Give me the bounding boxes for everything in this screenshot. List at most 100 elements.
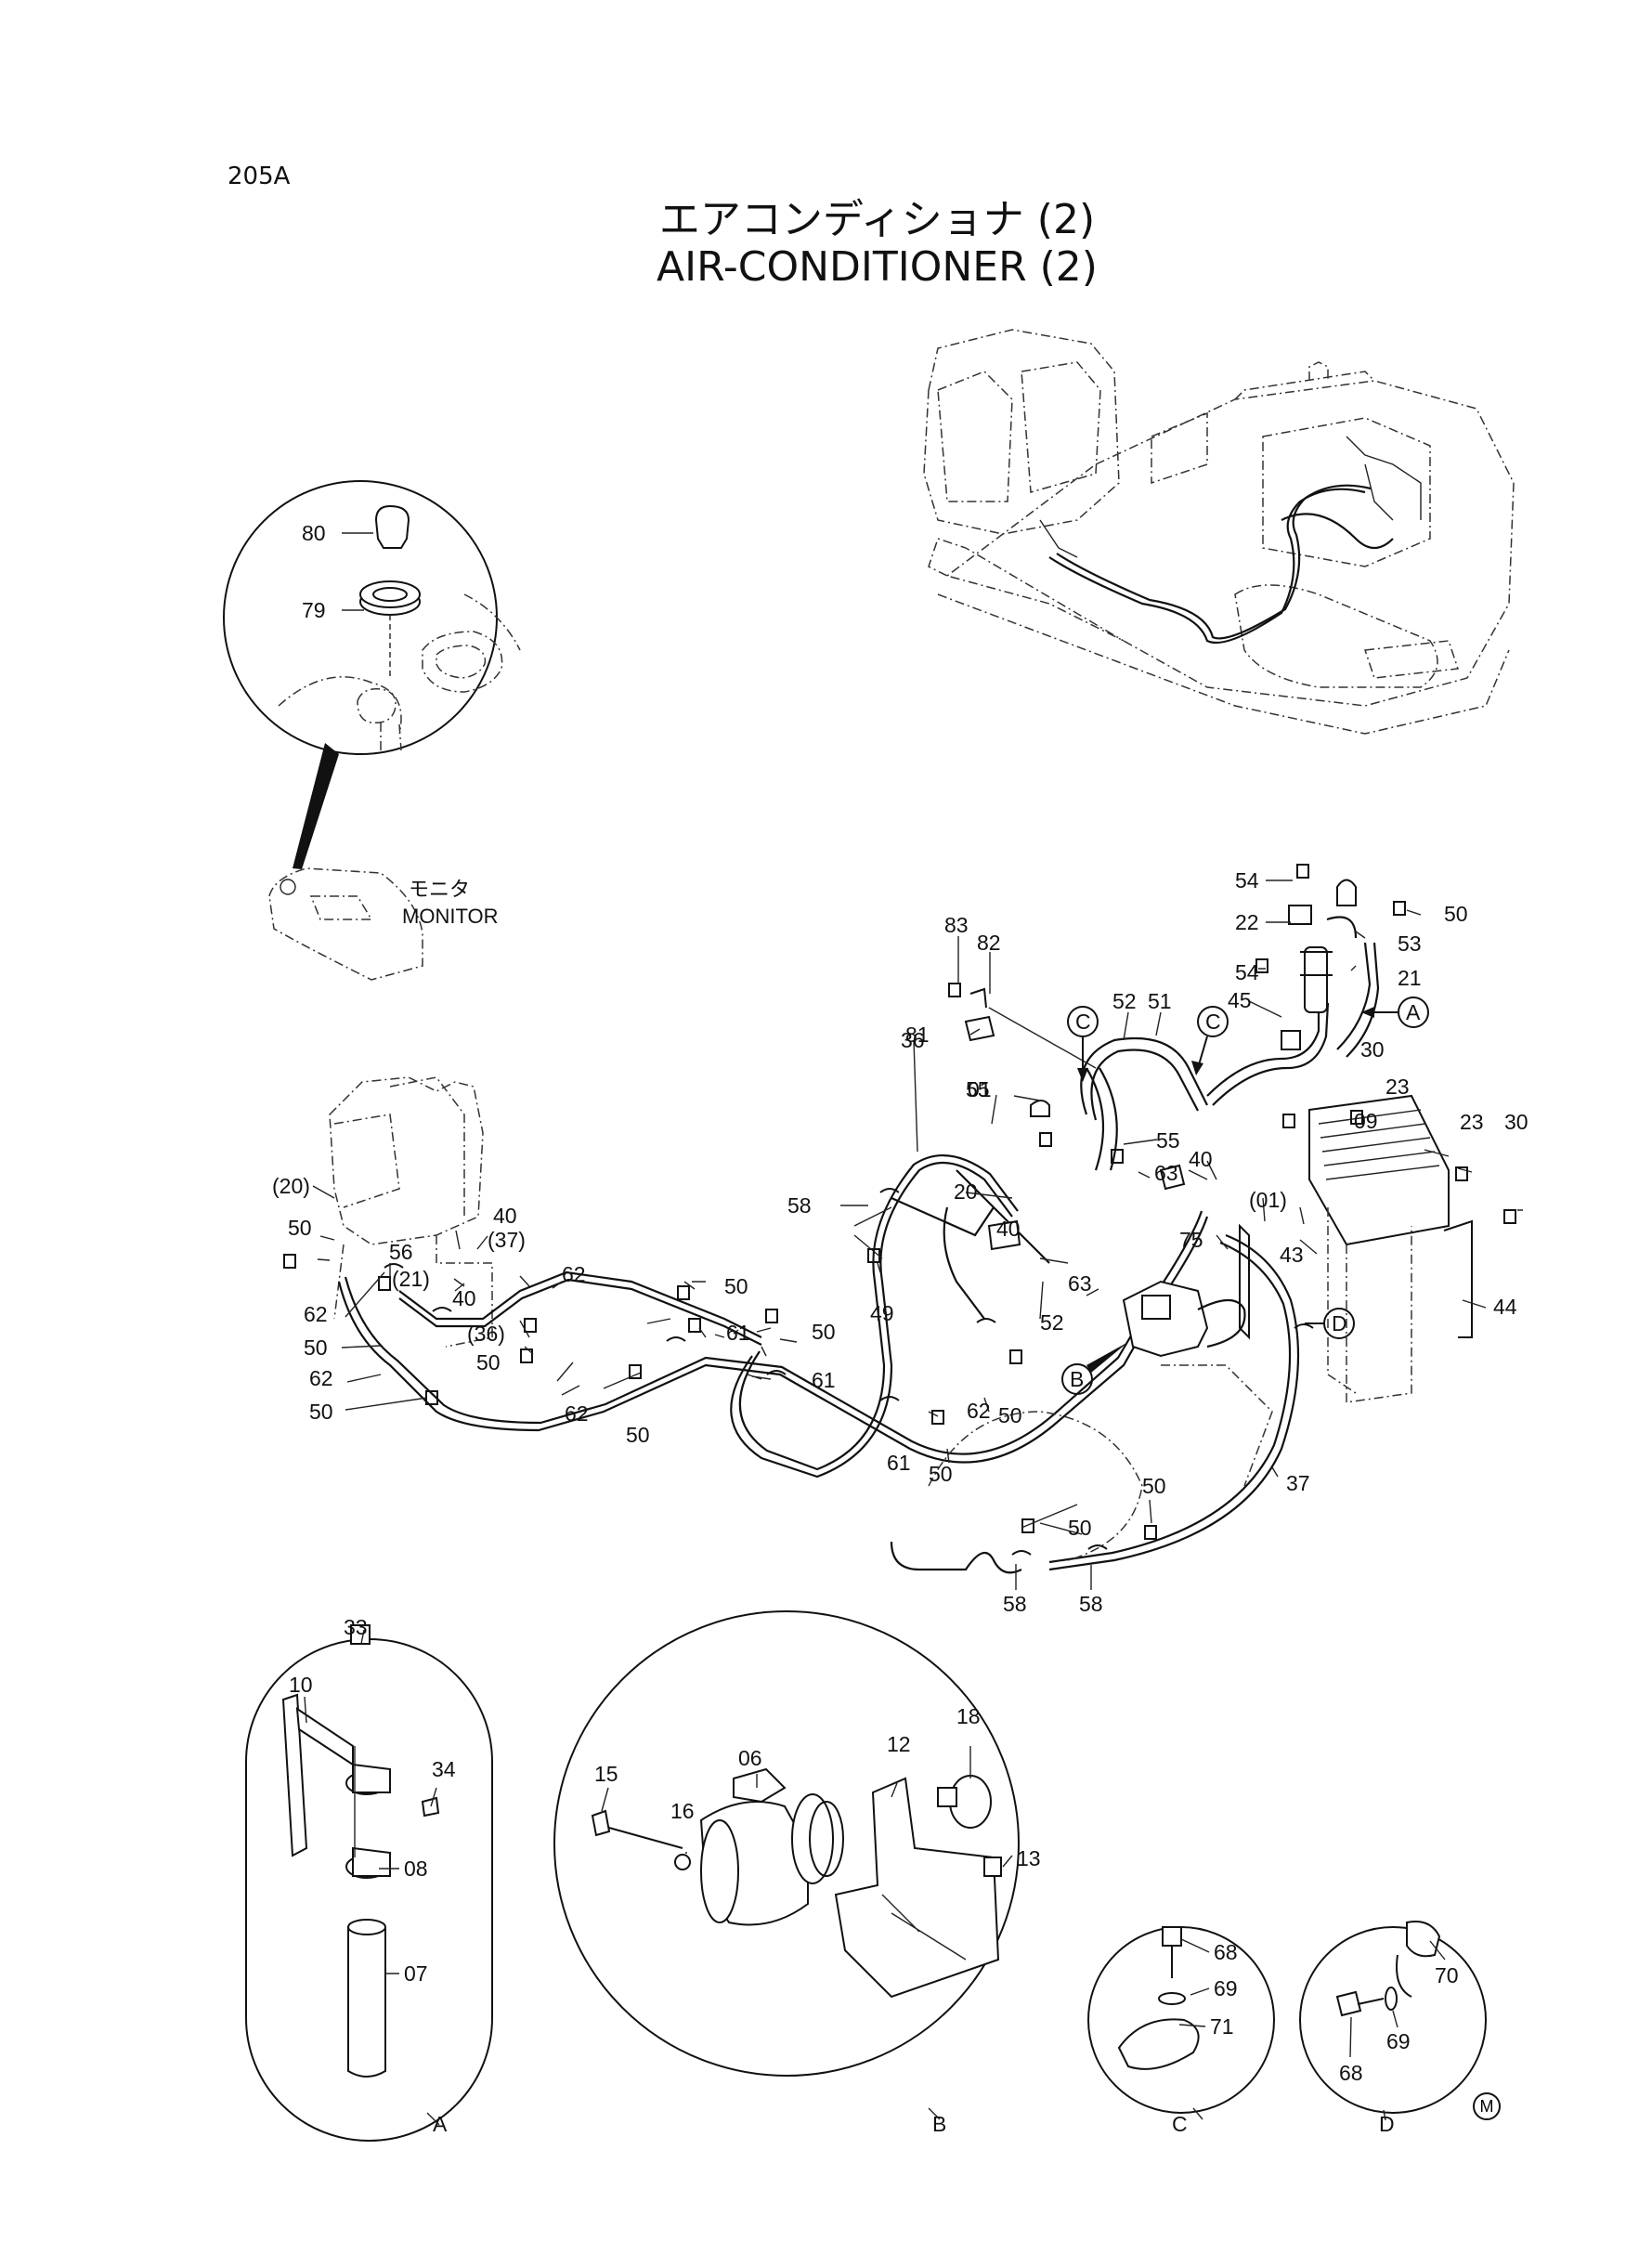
callout-40a: 40 [1189,1147,1213,1171]
callout-61a: 61 [726,1321,750,1345]
callout-62c: 62 [309,1366,333,1390]
callout-63b: 63 [1068,1271,1092,1296]
marker-c2: C [1205,1010,1221,1034]
callout-22: 22 [1235,910,1259,934]
callout-68a: 68 [1214,1940,1238,1964]
callout-36b: (36) [467,1322,505,1346]
callout-56: 56 [389,1240,413,1264]
callout-80: 80 [302,521,326,545]
callout-58a: 58 [787,1193,812,1218]
marker-a: A [1406,1000,1421,1024]
leader-lines [304,532,1523,2126]
callout-23b: 23 [1460,1110,1484,1134]
callout-37a: (37) [488,1228,526,1252]
callout-52b: 52 [1040,1310,1064,1335]
callout-15: 15 [594,1762,618,1786]
callout-44: 44 [1493,1295,1517,1319]
callout-79: 79 [302,598,326,622]
main-letter-markers: C C A D B [1061,997,1429,1395]
manual-mark: M [1473,2092,1501,2120]
callout-10: 10 [289,1673,313,1697]
callout-62d-left: 62 [565,1401,589,1426]
callout-54b: 54 [1235,960,1259,984]
callout-16: 16 [670,1799,695,1823]
callout-69b: 69 [1386,2029,1411,2053]
marker-c1: C [1075,1010,1091,1034]
callout-62a: 62 [562,1262,586,1286]
callout-34: 34 [432,1757,456,1781]
callout-50g: 50 [724,1274,748,1298]
callout-30a: 30 [1360,1037,1385,1062]
letter-b: B [932,2112,946,2136]
callout-75: 75 [1179,1228,1203,1252]
callout-50e: 50 [309,1400,333,1424]
callout-20a: 20 [954,1179,978,1204]
callout-54a: 54 [1235,868,1259,892]
callout-37b: 37 [1286,1471,1310,1495]
callout-21: 21 [1398,966,1422,990]
callout-50a: 50 [1444,902,1468,926]
marker-d: D [1332,1311,1347,1335]
title-english: AIR-CONDITIONER (2) [657,243,1098,291]
letter-d: D [1379,2112,1395,2136]
callout-49: 49 [870,1301,894,1325]
callout-36a: 36 [901,1028,925,1052]
callout-70: 70 [1435,1963,1459,1987]
detail-b [553,1610,1020,2077]
callout-82: 82 [977,931,1001,955]
callout-53: 53 [1398,932,1422,956]
callout-23a: 23 [1385,1075,1410,1099]
callout-62b: 62 [304,1302,328,1326]
detail-c [1087,1926,1275,2114]
callout-01b: (01) [1249,1188,1287,1212]
callout-61c: 61 [887,1451,911,1475]
callout-50i: 50 [929,1462,953,1486]
callout-12: 12 [887,1732,911,1756]
callout-55b: 55 [1156,1128,1180,1153]
callout-50j: 50 [1068,1516,1092,1540]
callout-83: 83 [944,913,969,937]
callout-61b: 61 [812,1368,836,1392]
callout-50k: 50 [1142,1474,1166,1498]
callout-43: 43 [1280,1243,1304,1267]
callout-13: 13 [1017,1846,1041,1870]
callout-33: 33 [344,1615,368,1639]
callouts: 80 79 54 22 50 53 21 54 45 52 51 83 82 8… [272,521,1528,2136]
callout-50b: 50 [288,1216,312,1240]
callout-50c: 50 [304,1335,328,1360]
monitor-label-en: MONITOR [402,905,498,928]
letter-a: A [433,2112,448,2136]
callout-68b: 68 [1339,2061,1363,2085]
title-japanese: エアコンディショナ (2) [658,196,1096,243]
callout-45: 45 [1228,988,1252,1012]
callout-18: 18 [956,1704,981,1728]
callout-62d: 62 [967,1399,991,1423]
monitor-detail: モニタ MONITOR [223,480,521,981]
page-code: 205A [228,163,291,190]
callout-40d: 40 [452,1286,476,1310]
callout-50f: 50 [626,1423,650,1447]
callout-21b: (21) [392,1267,430,1291]
detail-a [245,1624,493,2142]
callout-20b: (20) [272,1174,310,1198]
monitor-label-jp: モニタ [409,878,470,901]
callout-50h: 50 [998,1403,1022,1427]
callout-30b: 30 [1504,1110,1528,1134]
callout-71: 71 [1210,2014,1234,2039]
callout-52: 52 [1112,989,1137,1013]
marker-b: B [1070,1367,1084,1391]
hose-routing [283,864,1516,1574]
callout-06: 06 [738,1746,762,1770]
callout-40b: 40 [996,1217,1021,1241]
callout-07: 07 [404,1961,428,1986]
letter-c: C [1172,2112,1188,2136]
callout-09: 09 [1354,1109,1378,1133]
callout-40c: 40 [493,1204,517,1228]
callout-08: 08 [404,1857,428,1881]
callout-50d: 50 [476,1350,501,1375]
callout-58b: 58 [1003,1592,1027,1616]
callout-51: 51 [1148,989,1172,1013]
excavator-overview [923,329,1515,735]
callout-58c: 58 [1079,1592,1103,1616]
